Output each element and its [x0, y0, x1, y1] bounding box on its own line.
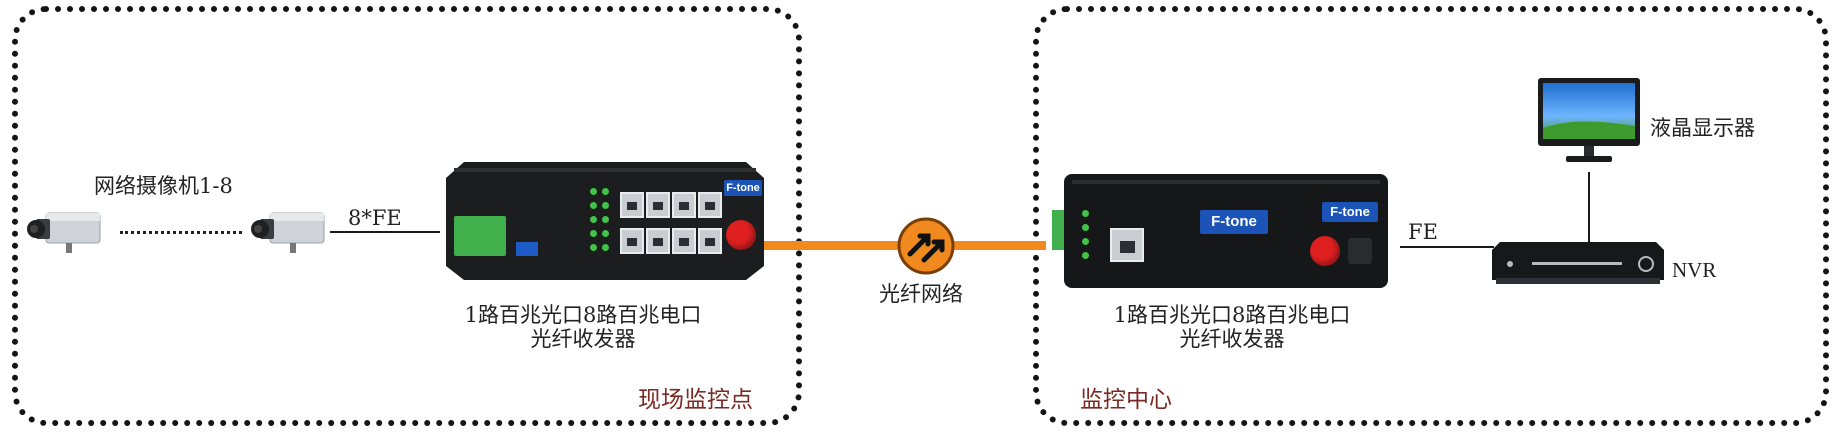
camera-link-label: 8*FE — [348, 206, 402, 230]
center-zone — [1033, 6, 1829, 426]
site-transceiver-label: 1路百兆光口8路百兆电口 光纤收发器 — [453, 303, 713, 351]
monitor-icon — [1538, 78, 1640, 162]
fiber-network-icon — [897, 217, 955, 275]
terminal-block — [454, 216, 506, 256]
camera-icon — [27, 212, 101, 253]
nvr-link-label: FE — [1408, 220, 1438, 244]
center-transceiver-label-line2: 光纤收发器 — [1179, 327, 1285, 352]
center-transceiver-label: 1路百兆光口8路百兆电口 光纤收发器 — [1102, 303, 1362, 351]
monitor-link-line — [1588, 172, 1590, 242]
cameras-label: 网络摄像机1-8 — [94, 174, 233, 198]
nvr-link-line — [1400, 246, 1494, 248]
fiber-port — [726, 220, 756, 250]
center-zone-title: 监控中心 — [1080, 387, 1172, 413]
nvr-label: NVR — [1672, 258, 1717, 282]
center-transceiver: F-tone F-tone — [1052, 172, 1390, 292]
brand-logo: F-tone — [1200, 210, 1268, 234]
nvr-icon — [1492, 242, 1664, 284]
site-transceiver-label-line2: 光纤收发器 — [530, 327, 636, 352]
center-transceiver-label-line1: 1路百兆光口8路百兆电口 — [1113, 303, 1351, 327]
site-zone-title: 现场监控点 — [638, 387, 753, 413]
fiber-port-cover — [1348, 238, 1372, 264]
side-terminal — [1052, 210, 1066, 250]
site-zone — [12, 6, 802, 426]
site-transceiver: F-tone — [444, 158, 766, 282]
camera-icon — [251, 212, 325, 253]
monitor-label: 液晶显示器 — [1650, 116, 1755, 140]
site-transceiver-label-line1: 1路百兆光口8路百兆电口 — [464, 303, 702, 327]
fiber-network-label: 光纤网络 — [879, 282, 963, 306]
dip-label — [516, 242, 538, 256]
camera-ellipsis — [120, 231, 242, 234]
camera-link-line — [330, 231, 440, 233]
fiber-port — [1310, 236, 1340, 266]
brand-logo: F-tone — [1322, 202, 1378, 222]
brand-logo: F-tone — [724, 180, 762, 196]
